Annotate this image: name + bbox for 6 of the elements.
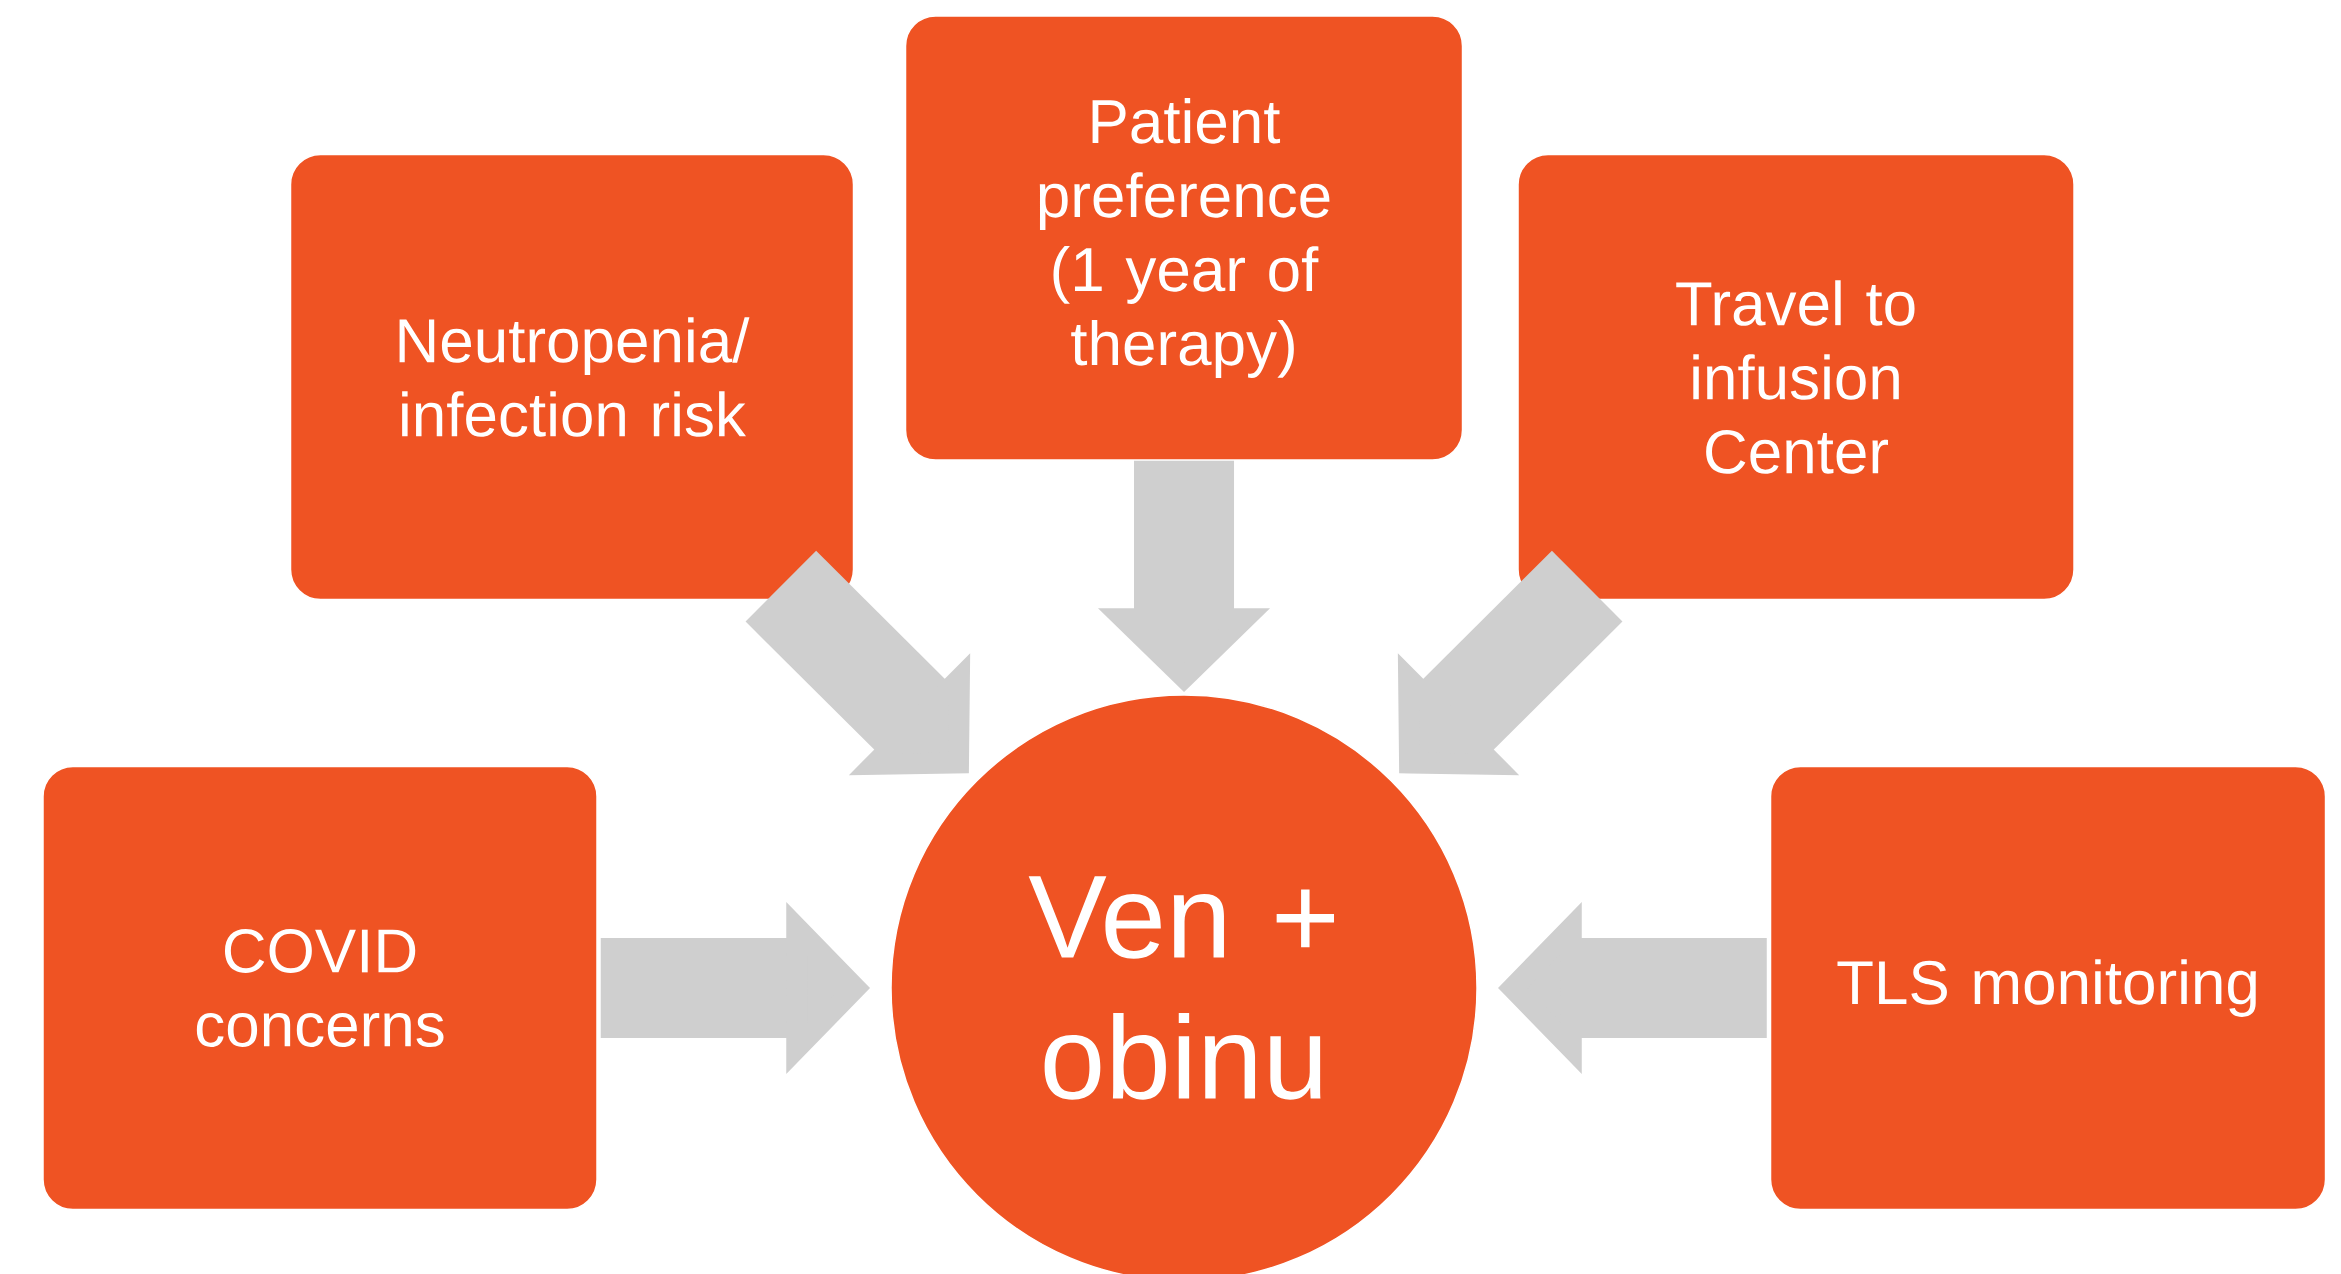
factor-box: Patient preference (1 year of therapy) (904, 15, 1464, 461)
factor-box: TLS monitoring (1769, 765, 2327, 1211)
factor-box: COVID concerns (42, 765, 598, 1211)
factor-box: Neutropenia/ infection risk (289, 153, 855, 601)
circle-node: Ven + obinu (890, 694, 1478, 1274)
factor-box: Travel to infusion Center (1517, 153, 2075, 601)
